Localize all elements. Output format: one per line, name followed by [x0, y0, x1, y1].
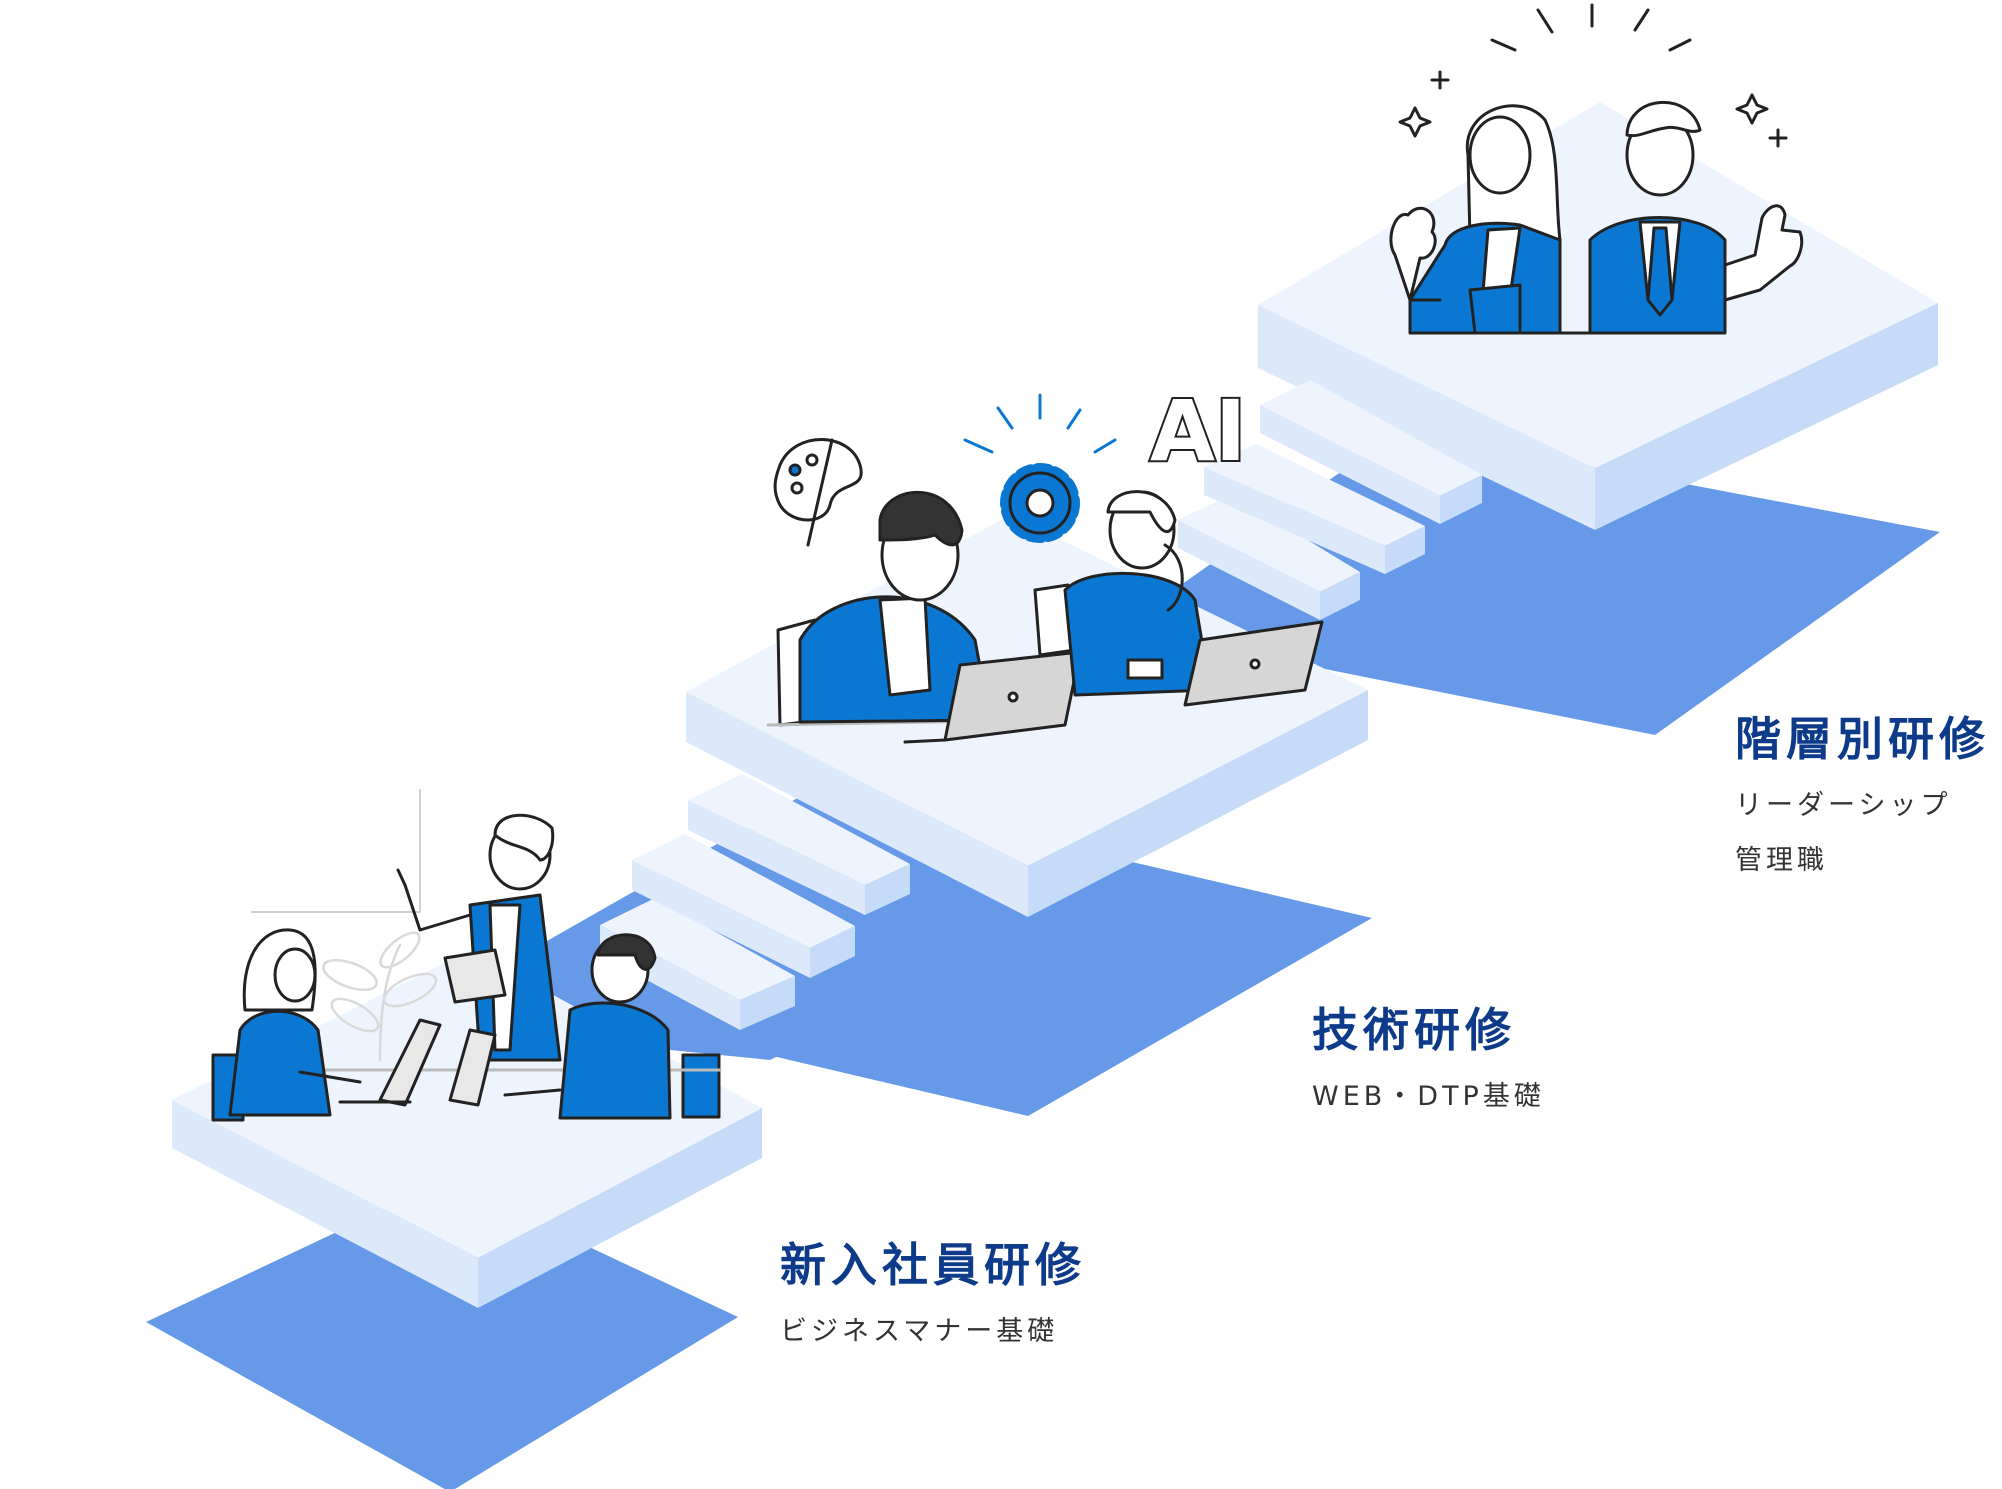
two-leaders-illustration — [1389, 3, 1804, 335]
step-label-new-employee: 新入社員研修 ビジネスマナー基礎 — [780, 1240, 1086, 1346]
palette-icon — [773, 438, 863, 547]
step-title: 新入社員研修 — [780, 1238, 1086, 1292]
step-subtitle: リーダーシップ — [1735, 789, 1952, 821]
step-subtitle: 管理職 — [1735, 845, 1828, 877]
ai-label: AI — [1150, 382, 1246, 480]
team-meeting-illustration — [211, 789, 722, 1122]
shadow-bottom — [146, 1180, 738, 1489]
step-label-hierarchical: 階層別研修 リーダーシップ 管理職 — [1735, 714, 1990, 876]
step-subtitle: ビジネスマナー基礎 — [780, 1315, 1059, 1347]
step-label-technical: 技術研修 WEB・DTP基礎 — [1312, 1005, 1545, 1111]
gear-icon — [1000, 463, 1080, 543]
laptop-pair-illustration — [766, 393, 1324, 744]
upper-stairs — [1178, 380, 1482, 620]
step-title: 階層別研修 — [1735, 712, 1990, 766]
step-subtitle: WEB・DTP基礎 — [1312, 1080, 1545, 1112]
step-title: 技術研修 — [1312, 1003, 1516, 1057]
